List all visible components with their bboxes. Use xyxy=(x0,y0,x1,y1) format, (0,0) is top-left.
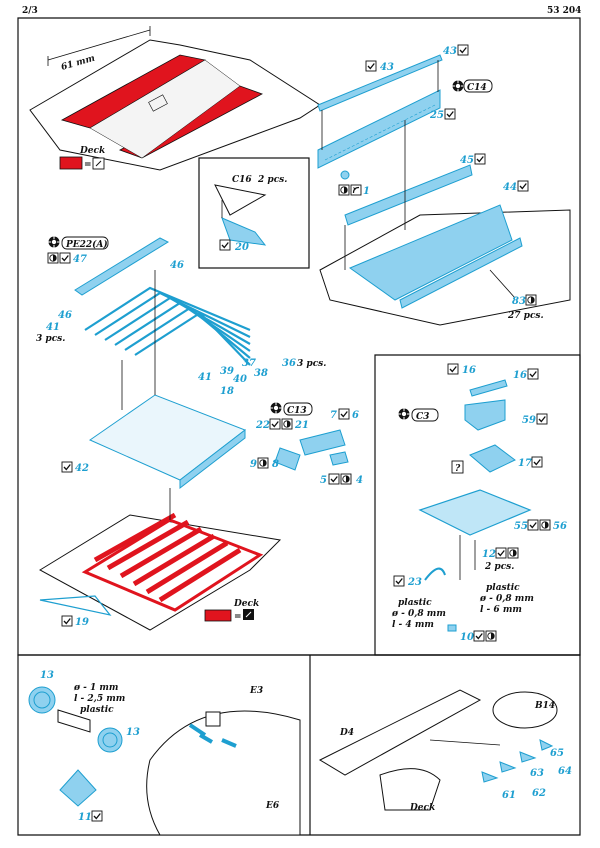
part-6: 6 xyxy=(352,410,359,421)
part-23: 23 xyxy=(407,577,422,588)
ref-b14: B14 xyxy=(534,701,555,711)
ref-d4: D4 xyxy=(339,728,354,738)
part-16-a: 16 xyxy=(462,365,476,376)
part-55: 55 xyxy=(514,521,528,532)
part-36: 36 xyxy=(282,358,296,369)
deck-label-bottom: Deck xyxy=(409,803,435,813)
part-44: 44 xyxy=(503,182,517,193)
part-63: 63 xyxy=(530,768,544,779)
ref-e3: E3 xyxy=(249,686,263,696)
c13-assembly-diagram: C13 22 21 7 6 9 8 5 4 xyxy=(250,402,363,486)
plastic-b-label: plastic xyxy=(486,583,520,593)
part-65: 65 xyxy=(550,748,564,759)
c3-assembly-diagram: C3 16 16 59 17 ? 55 56 12 2 pcs. 23 plas… xyxy=(391,363,567,643)
part-10: 10 xyxy=(460,632,474,643)
part-45: 45 xyxy=(460,155,474,166)
part-11: 11 xyxy=(78,812,92,823)
part-25: 25 xyxy=(429,110,444,121)
svg-text:=: = xyxy=(84,160,92,170)
part-21: 21 xyxy=(294,420,309,431)
part-17: 17 xyxy=(518,458,532,469)
qty-36: 3 pcs. xyxy=(297,359,326,369)
c16-label: C16 xyxy=(232,175,252,185)
part-42: 42 xyxy=(75,463,89,474)
c16-qty: 2 pcs. xyxy=(257,175,287,185)
ref-c3: C3 xyxy=(416,412,429,422)
plastic-b-dia: ø - 0,8 mm xyxy=(479,594,534,604)
plastic-len: l - 2,5 mm xyxy=(74,694,125,704)
part-19: 19 xyxy=(75,617,89,628)
part-13-a: 13 xyxy=(40,670,54,681)
part-4: 4 xyxy=(356,475,363,486)
ref-c13: C13 xyxy=(287,406,307,416)
part-83: 83 xyxy=(512,296,526,307)
part-41-b: 41 xyxy=(198,372,212,383)
dimension-label: 61 mm xyxy=(60,54,96,73)
c16-inset: C16 2 pcs. 20 xyxy=(214,175,287,253)
part-39: 39 xyxy=(220,366,234,377)
part-64: 64 xyxy=(558,766,572,777)
svg-text:?: ? xyxy=(455,464,461,474)
part-7: 7 xyxy=(330,410,337,421)
part-47: 47 xyxy=(73,254,87,265)
part-59: 59 xyxy=(522,415,536,426)
bottom-right-diagram: B14 D4 65 64 63 62 61 Deck xyxy=(318,689,572,813)
part-5: 5 xyxy=(320,475,327,486)
deck-label-middle: Deck xyxy=(233,599,259,609)
part-62: 62 xyxy=(532,788,546,799)
set-number: 53 204 xyxy=(547,6,582,16)
ref-c14: C14 xyxy=(467,83,487,93)
plastic-a-label: plastic xyxy=(398,598,432,608)
part-46-a: 46 xyxy=(170,260,184,271)
part-22: 22 xyxy=(255,420,270,431)
part-13-b: 13 xyxy=(126,727,140,738)
page-number: 2/3 xyxy=(22,6,38,16)
c14-assembly-diagram: 43 43 C14 25 1 45 44 83 27 pcs. xyxy=(317,44,571,326)
part-1: 1 xyxy=(363,186,370,197)
panel-borders xyxy=(17,17,581,836)
part-18: 18 xyxy=(220,386,234,397)
bottom-left-diagram: 13 ø - 1 mm l - 2,5 mm plastic 13 11 E3 … xyxy=(28,670,301,836)
plastic-label: plastic xyxy=(80,705,114,715)
part-37: 37 xyxy=(242,358,256,369)
plastic-b-len: l - 6 mm xyxy=(480,605,522,615)
part-41-a: 41 xyxy=(46,322,60,333)
part-61: 61 xyxy=(502,790,516,801)
svg-text:=: = xyxy=(234,612,242,622)
part-56: 56 xyxy=(553,521,567,532)
qty-12: 2 pcs. xyxy=(484,562,514,572)
part-43-a: 43 xyxy=(380,62,394,73)
part-9: 9 xyxy=(250,459,257,470)
ref-e6: E6 xyxy=(265,801,280,811)
part-8: 8 xyxy=(272,459,279,470)
part-43-b: 43 xyxy=(443,46,457,57)
part-46-b: 46 xyxy=(58,310,72,321)
part-20: 20 xyxy=(234,242,249,253)
part-16-b: 16 xyxy=(513,370,527,381)
plastic-dia: ø - 1 mm xyxy=(73,683,118,693)
plastic-a-len: l - 4 mm xyxy=(392,620,434,630)
deck-red-strips-diagram: 61 mm Deck = xyxy=(29,26,321,171)
part-40: 40 xyxy=(233,374,247,385)
part-38: 38 xyxy=(254,368,268,379)
qty-41: 3 pcs. xyxy=(36,334,65,344)
qty-27-pcs: 27 pcs. xyxy=(507,311,544,321)
deck-label-top: Deck xyxy=(79,146,105,156)
plastic-a-dia: ø - 0,8 mm xyxy=(391,609,446,619)
part-12: 12 xyxy=(482,549,496,560)
ref-pe22: PE22(A) xyxy=(65,239,108,250)
pe22-frames-diagram: PE22(A) 47 46 46 41 3 pcs. 37 39 41 40 3… xyxy=(36,236,326,631)
